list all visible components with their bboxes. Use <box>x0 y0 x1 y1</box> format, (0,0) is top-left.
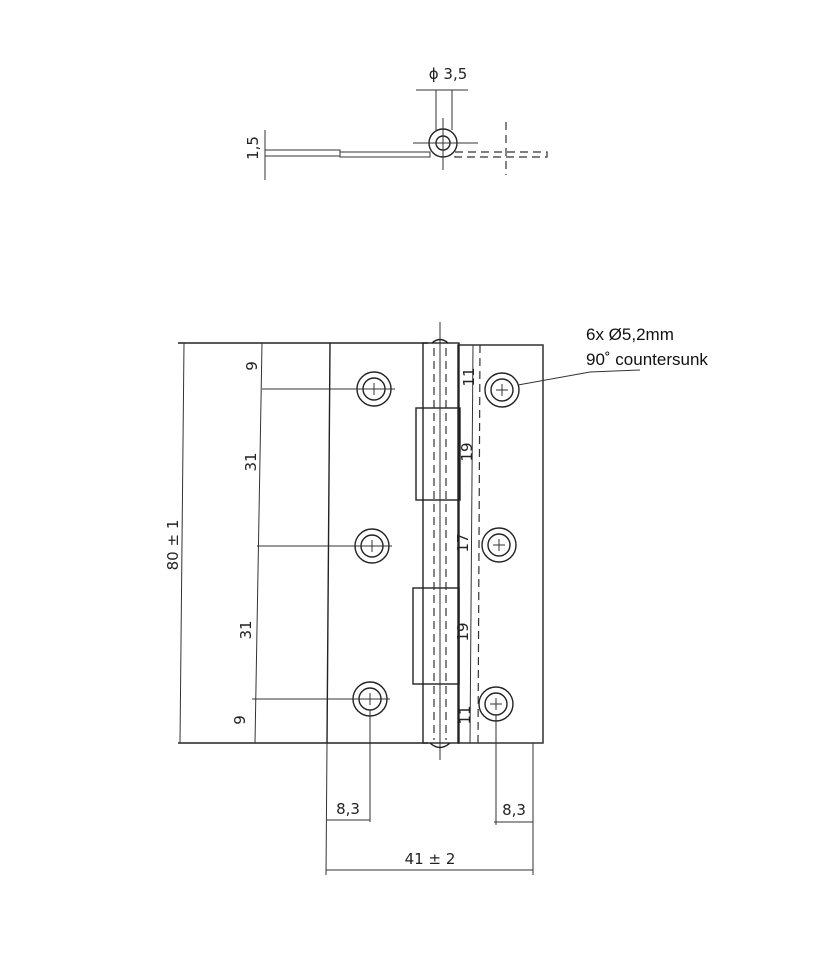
height-dimension: 80 ± 1 <box>164 520 182 571</box>
bottom-edge-dimension: 9 <box>231 715 249 725</box>
left-hole-offset-dimension: 8,3 <box>336 800 360 818</box>
hole-note: 6x Ø5,2mm 90˚ countersunk <box>586 322 708 372</box>
top-edge-dimension: 9 <box>243 361 261 371</box>
front-view: 80 ± 1 9 31 31 9 11 19 17 19 11 8,3 8,3 … <box>164 322 641 876</box>
knuckle-middle-dimension: 17 <box>454 533 472 552</box>
hole-note-countersink: 90˚ countersunk <box>586 350 708 369</box>
hole-right-top <box>484 372 520 408</box>
knuckle-bottom-dimension: 11 <box>456 705 474 724</box>
pin-diameter-dimension: ϕ 3,5 <box>429 65 468 83</box>
lower-spacing-dimension: 31 <box>237 620 255 639</box>
hole-right-middle <box>481 527 517 563</box>
width-dimension: 41 ± 2 <box>405 850 456 868</box>
right-hole-offset-dimension: 8,3 <box>502 801 526 819</box>
side-view: ϕ 3,5 1,5 <box>244 65 548 180</box>
knuckle-upper-dimension: 19 <box>458 442 476 461</box>
thickness-dimension: 1,5 <box>244 136 262 160</box>
knuckle-top-dimension: 11 <box>460 367 478 386</box>
hole-note-count-diameter: 6x Ø5,2mm <box>586 325 674 344</box>
knuckle-lower-dimension: 19 <box>454 622 472 641</box>
upper-spacing-dimension: 31 <box>242 452 260 471</box>
